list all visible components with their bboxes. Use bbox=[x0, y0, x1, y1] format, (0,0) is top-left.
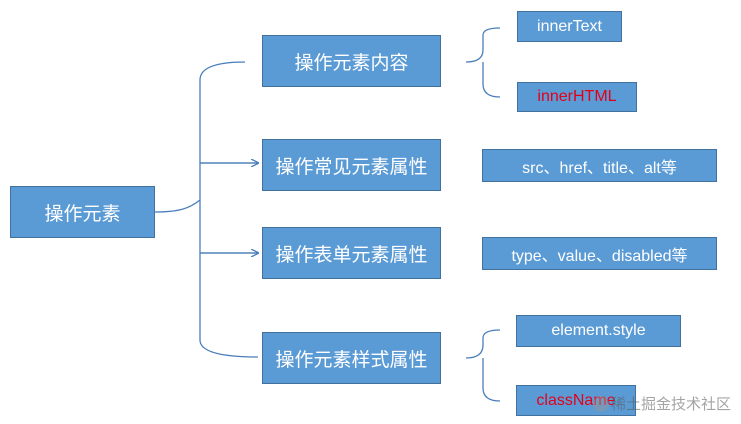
root-brace bbox=[154, 61, 259, 358]
branch-node-common-attrs: 操作常见元素属性 bbox=[262, 139, 441, 191]
branch-node-content: 操作元素内容 bbox=[262, 35, 441, 87]
leaf-classname: className bbox=[516, 385, 636, 416]
brace-branch-1 bbox=[465, 27, 501, 98]
leaf-innertext: innerText bbox=[517, 11, 622, 42]
brace-branch-4 bbox=[465, 329, 501, 402]
leaf-innerhtml: innerHTML bbox=[517, 82, 637, 112]
juejin-logo-icon bbox=[592, 395, 609, 412]
watermark: 稀土掘金技术社区 bbox=[592, 393, 731, 414]
watermark-text: 稀土掘金技术社区 bbox=[610, 395, 731, 413]
leaf-type-value-disabled: type、value、disabled等 bbox=[482, 237, 717, 270]
branch-node-form-attrs: 操作表单元素属性 bbox=[262, 227, 441, 279]
root-node: 操作元素 bbox=[10, 186, 155, 238]
leaf-src-href-title-alt: src、href、title、alt等 bbox=[482, 149, 717, 182]
branch-node-style-attrs: 操作元素样式属性 bbox=[262, 332, 441, 384]
leaf-element-style: element.style bbox=[516, 315, 681, 347]
